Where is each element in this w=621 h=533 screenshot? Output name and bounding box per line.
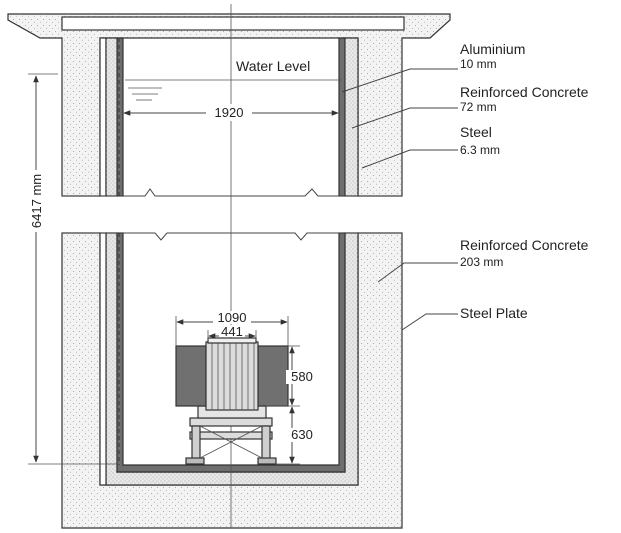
dim-total-height: 6417 mm	[29, 174, 44, 228]
equipment-right-block	[257, 345, 289, 407]
dim-inner-width: 1920	[215, 105, 244, 120]
equipment-core	[205, 341, 259, 411]
base-foot-left	[185, 457, 205, 465]
cover-plate	[61, 16, 405, 31]
leader-steel	[361, 149, 458, 169]
dim-assembly-width: 1090	[218, 310, 247, 325]
equipment-assembly	[175, 337, 289, 465]
upper-section	[7, 13, 451, 197]
base-leg-left	[191, 425, 201, 463]
lower-section	[61, 232, 403, 529]
leader-rc-lower	[377, 262, 458, 283]
label-reinforced-concrete-upper: Reinforced Concrete	[460, 84, 589, 100]
label-aluminium: Aluminium	[460, 41, 525, 57]
label-steel: Steel	[460, 124, 492, 140]
upper-left-concrete	[105, 37, 118, 197]
label-aluminium-thickness: 10 mm	[460, 57, 497, 71]
dim-core-width: 441	[221, 324, 243, 339]
label-steel-thickness: 6.3 mm	[460, 143, 500, 157]
upper-right-aluminium-wall	[338, 37, 346, 197]
label-water-level: Water Level	[236, 58, 310, 74]
label-reinforced-concrete-upper-thickness: 72 mm	[460, 100, 497, 114]
label-steel-plate: Steel Plate	[460, 305, 528, 321]
leader-rc-upper	[351, 107, 458, 129]
base-frame-top	[189, 417, 273, 427]
equipment-left-block	[175, 345, 207, 407]
label-reinforced-concrete-lower-thickness: 203 mm	[460, 255, 503, 269]
label-reinforced-concrete-lower: Reinforced Concrete	[460, 237, 589, 253]
dim-upper-height: 580	[291, 369, 313, 384]
base-foot-right	[257, 457, 277, 465]
core-fins	[211, 342, 255, 410]
base-leg-right	[261, 425, 271, 463]
upper-right-concrete	[344, 37, 359, 197]
water-level-symbol	[125, 79, 342, 101]
upper-left-steel-wall	[99, 37, 107, 197]
leader-aluminium	[341, 68, 458, 93]
upper-break-line	[62, 188, 402, 197]
lower-left-steel-wall	[99, 232, 107, 486]
base-frame-mid	[189, 431, 273, 440]
dim-lower-height: 630	[291, 427, 313, 442]
upper-left-aluminium-wall	[116, 37, 124, 197]
leader-steel-plate	[401, 313, 458, 331]
